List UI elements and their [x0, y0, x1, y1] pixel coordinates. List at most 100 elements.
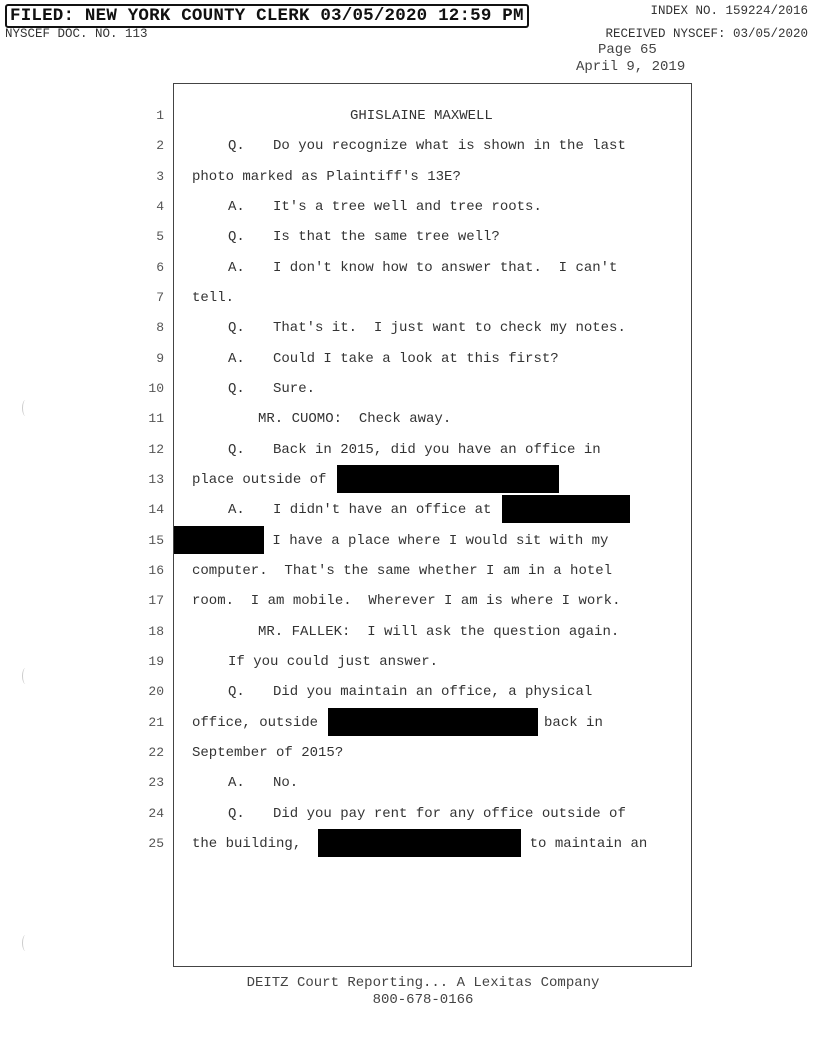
line-text: the building,: [192, 836, 310, 852]
transcript-line: A. I didn't have an office at: [192, 495, 630, 523]
transcript-line: Q. Do you recognize what is shown in the …: [192, 136, 626, 156]
line-text: If you could just answer.: [228, 654, 439, 670]
line-number: 21: [148, 715, 164, 730]
transcript-box: [173, 83, 692, 967]
line-number: 5: [156, 229, 164, 244]
line-text: tell.: [192, 290, 235, 306]
page-number: Page 65: [598, 42, 657, 58]
speaker-label: Q.: [228, 320, 245, 336]
speaker-label: Q.: [228, 806, 245, 822]
line-number: 4: [156, 199, 164, 214]
doc-number: NYSCEF DOC. NO. 113: [5, 27, 148, 41]
line-text: I don't know how to answer that. I can't: [273, 260, 618, 276]
speaker-label: Q.: [228, 684, 245, 700]
line-number: 22: [148, 745, 164, 760]
line-text: It's a tree well and tree roots.: [273, 199, 542, 215]
line-number: 13: [148, 472, 164, 487]
transcript-line: MR. FALLEK: I will ask the question agai…: [192, 622, 619, 642]
line-text: No.: [273, 775, 299, 791]
transcript-line: the building, to maintain an: [192, 829, 648, 857]
transcript-line: Q. Did you maintain an office, a physical: [192, 682, 592, 702]
line-text: computer. That's the same whether I am i…: [192, 563, 613, 579]
line-text: place outside of: [192, 472, 335, 488]
line-number: 10: [148, 381, 164, 396]
scan-mark: [22, 935, 29, 951]
transcript-line: place outside of: [192, 465, 559, 493]
line-text: back in: [544, 715, 603, 731]
line-text: MR. FALLEK: I will ask the question agai…: [258, 624, 620, 640]
redaction-block: [501, 495, 630, 523]
speaker-label: Q.: [228, 229, 245, 245]
line-text: Do you recognize what is shown in the la…: [273, 138, 626, 154]
received-date: RECEIVED NYSCEF: 03/05/2020: [605, 27, 808, 41]
line-text: That's it. I just want to check my notes…: [273, 320, 626, 336]
line-text: to maintain an: [529, 836, 648, 852]
speaker-label: Q.: [228, 138, 245, 154]
transcript-line: Q. Sure.: [192, 379, 315, 399]
line-number: 11: [148, 411, 164, 426]
transcript-line: office, outside back in: [192, 708, 603, 736]
redaction-block: [174, 526, 264, 554]
line-text: Back in 2015, did you have an office in: [273, 442, 601, 458]
transcript-line: I have a place where I would sit with my: [174, 526, 609, 554]
transcript-line: A. Could I take a look at this first?: [192, 349, 559, 369]
transcript-line: Q. Did you pay rent for any office outsid…: [192, 804, 626, 824]
line-number: 8: [156, 320, 164, 335]
line-number: 9: [156, 351, 164, 366]
line-text: Sure.: [273, 381, 316, 397]
line-number: 12: [148, 442, 164, 457]
line-text: Did you maintain an office, a physical: [273, 684, 593, 700]
speaker-label: Q.: [228, 381, 245, 397]
speaker-label: Q.: [228, 442, 245, 458]
footer-company: DEITZ Court Reporting... A Lexitas Compa…: [246, 975, 600, 991]
transcript-line: A.It's a tree well and tree roots.: [192, 197, 542, 217]
line-number: 7: [156, 290, 164, 305]
transcript-line: If you could just answer.: [192, 652, 438, 672]
transcript-line: Q. Is that the same tree well?: [192, 227, 500, 247]
line-text: office, outside: [192, 715, 319, 731]
transcript-line: September of 2015?: [192, 743, 343, 763]
speaker-label: A.: [228, 260, 245, 276]
scan-mark: [22, 668, 29, 684]
line-number: 23: [148, 775, 164, 790]
redaction-block: [328, 708, 539, 736]
line-text: GHISLAINE MAXWELL: [350, 108, 493, 124]
line-number: 6: [156, 260, 164, 275]
transcript-line: tell.: [192, 288, 234, 308]
line-text: September of 2015?: [192, 745, 344, 761]
line-number: 14: [148, 502, 164, 517]
line-number: 3: [156, 169, 164, 184]
line-number: 19: [148, 654, 164, 669]
line-number: 18: [148, 624, 164, 639]
line-number: 1: [156, 108, 164, 123]
transcript-line: A.No.: [192, 773, 298, 793]
line-text: MR. CUOMO: Check away.: [258, 411, 452, 427]
redaction-block: [317, 829, 521, 857]
filed-stamp: FILED: NEW YORK COUNTY CLERK 03/05/2020 …: [5, 4, 529, 28]
line-number: 2: [156, 138, 164, 153]
transcript-line: A. I don't know how to answer that. I can…: [192, 258, 617, 278]
transcript-line: room. I am mobile. Wherever I am is wher…: [192, 591, 620, 611]
deposition-date: April 9, 2019: [576, 59, 686, 75]
line-number: 24: [148, 806, 164, 821]
transcript-line: Q. Back in 2015, did you have an office i…: [192, 440, 601, 460]
line-text: room. I am mobile. Wherever I am is wher…: [192, 593, 621, 609]
line-number: 16: [148, 563, 164, 578]
line-text: Is that the same tree well?: [273, 229, 500, 245]
witness-heading: GHISLAINE MAXWELL: [350, 106, 493, 126]
speaker-label: A.: [228, 502, 245, 518]
transcript-line: computer. That's the same whether I am i…: [192, 561, 612, 581]
line-text: photo marked as Plaintiff's 13E?: [192, 169, 461, 185]
index-number: INDEX NO. 159224/2016: [650, 4, 808, 18]
line-number: 25: [148, 836, 164, 851]
line-text: Could I take a look at this first?: [273, 351, 559, 367]
line-text: I have a place where I would sit with my: [264, 533, 609, 549]
transcript-line: photo marked as Plaintiff's 13E?: [192, 167, 461, 187]
line-text: Did you pay rent for any office outside …: [273, 806, 626, 822]
line-number: 20: [148, 684, 164, 699]
speaker-label: A.: [228, 351, 245, 367]
line-text: I didn't have an office at: [273, 502, 500, 518]
line-number: 15: [148, 533, 164, 548]
scan-mark: [22, 400, 29, 416]
transcript-line: MR. CUOMO: Check away.: [192, 409, 451, 429]
